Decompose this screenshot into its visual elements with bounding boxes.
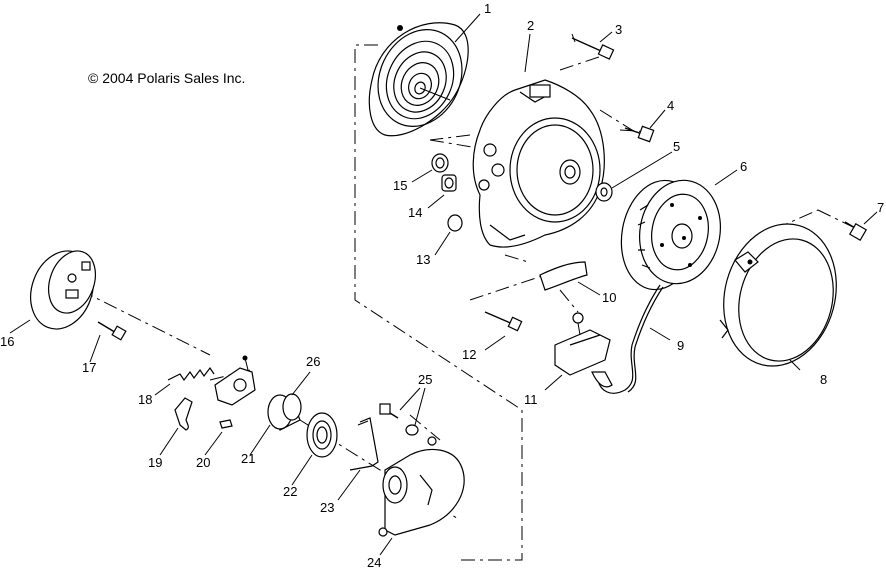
bearing-22 <box>306 412 338 458</box>
long-bolt <box>571 33 615 60</box>
label-18: 18 <box>138 392 152 407</box>
label-19: 19 <box>148 455 162 470</box>
label-8: 8 <box>820 372 827 387</box>
ratchet-housing <box>214 355 256 406</box>
label-12: 12 <box>462 347 476 362</box>
label-15: 15 <box>393 178 407 193</box>
fitting-13 <box>447 214 463 232</box>
label-16: 16 <box>0 334 14 349</box>
label-26: 26 <box>306 354 320 369</box>
label-14: 14 <box>408 205 422 220</box>
label-11: 11 <box>524 392 538 407</box>
sensor-11 <box>554 312 613 388</box>
magneto-housing <box>472 79 605 248</box>
spring-wire-23 <box>349 417 379 471</box>
bolt-7 <box>844 221 868 242</box>
label-23: 23 <box>320 500 334 515</box>
pawl-19 <box>174 397 193 431</box>
screw-17 <box>97 321 127 341</box>
bushing-21 <box>267 393 302 431</box>
pin-20 <box>219 419 233 429</box>
label-22: 22 <box>283 484 297 499</box>
label-17: 17 <box>82 360 96 375</box>
bolt-washer-25 <box>379 403 419 436</box>
label-20: 20 <box>196 455 210 470</box>
wire-harness <box>597 284 664 394</box>
label-24: 24 <box>367 555 381 570</box>
label-6: 6 <box>740 159 747 174</box>
pulley-cup <box>30 250 96 330</box>
bolt-12 <box>484 311 523 332</box>
spring-18 <box>167 366 215 382</box>
recoil-spring <box>368 22 469 137</box>
bolt-4 <box>624 125 655 143</box>
label-3: 3 <box>615 22 622 37</box>
flywheel <box>620 179 722 291</box>
copyright-notice: © 2004 Polaris Sales Inc. <box>88 70 246 86</box>
label-1: 1 <box>484 1 491 16</box>
label-21: 21 <box>241 451 255 466</box>
label-13: 13 <box>416 252 430 267</box>
label-2: 2 <box>527 18 534 33</box>
pad-10 <box>539 261 588 291</box>
starter-plate <box>378 436 465 537</box>
fitting-14 <box>441 174 457 192</box>
label-5: 5 <box>673 139 680 154</box>
label-10: 10 <box>602 290 616 305</box>
label-4: 4 <box>667 98 674 113</box>
washer-5 <box>595 182 613 202</box>
label-9: 9 <box>677 338 684 353</box>
fitting-15 <box>431 153 449 173</box>
label-25: 25 <box>418 372 432 387</box>
recoil-cover <box>719 223 837 367</box>
label-7: 7 <box>877 200 884 215</box>
leader-lines <box>9 13 878 556</box>
